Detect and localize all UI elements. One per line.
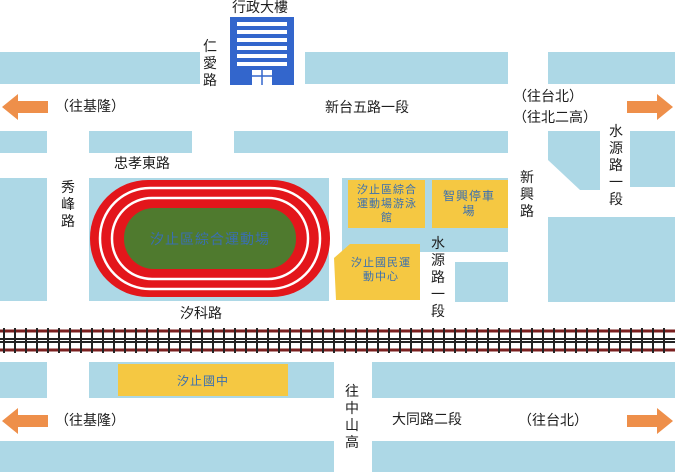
datong-road-label: 大同路二段 [392,412,462,428]
sports-center-label: 汐止國民運動中心 [351,256,411,283]
parking-label: 智興停車場 [442,189,495,218]
arrow-left-icon [2,408,48,434]
to-north2-label: （往北二高） [513,110,597,126]
shuiyuan-road-2-label: 水源路一段 [431,236,445,320]
stadium-label: 汐止區綜合運動場 [150,232,270,248]
pool-building [348,180,425,228]
shuiyuan-road-1-label: 水源路一段 [609,124,623,208]
to-taipei-bottom-label: （往台北） [518,413,588,429]
stadium-track [90,180,330,297]
to-taipei-top-label: （往台北） [513,89,583,105]
to-keelung-top-label: （往基隆） [55,99,125,115]
xiufeng-road-label: 秀峰路 [61,180,75,230]
school-building [118,364,288,396]
arrow-right-icon [627,408,673,434]
to-zhongshan-label: 往中山高 [345,384,359,451]
sports-center-building [334,244,420,300]
ren-ai-road-label: 仁愛路 [203,39,217,89]
railway-icon [0,325,675,357]
xintai-road-label: 新台五路一段 [325,100,409,116]
xike-road-label: 汐科路 [180,306,222,322]
city-blocks [0,52,675,472]
parking-building [432,180,508,228]
to-keelung-bottom-label: （往基隆） [55,413,125,429]
arrow-right-icon [627,94,673,120]
school-label: 汐止國中 [176,374,229,388]
xinxing-road-label: 新興路 [520,170,534,220]
arrow-left-icon [2,94,48,120]
pool-label: 汐止區綜合運動場游泳館 [357,183,417,224]
yellow-buildings [118,180,508,396]
zhongxiao-road-label: 忠孝東路 [114,156,170,172]
admin-building-icon [230,17,294,85]
admin-building-label: 行政大樓 [232,0,288,16]
